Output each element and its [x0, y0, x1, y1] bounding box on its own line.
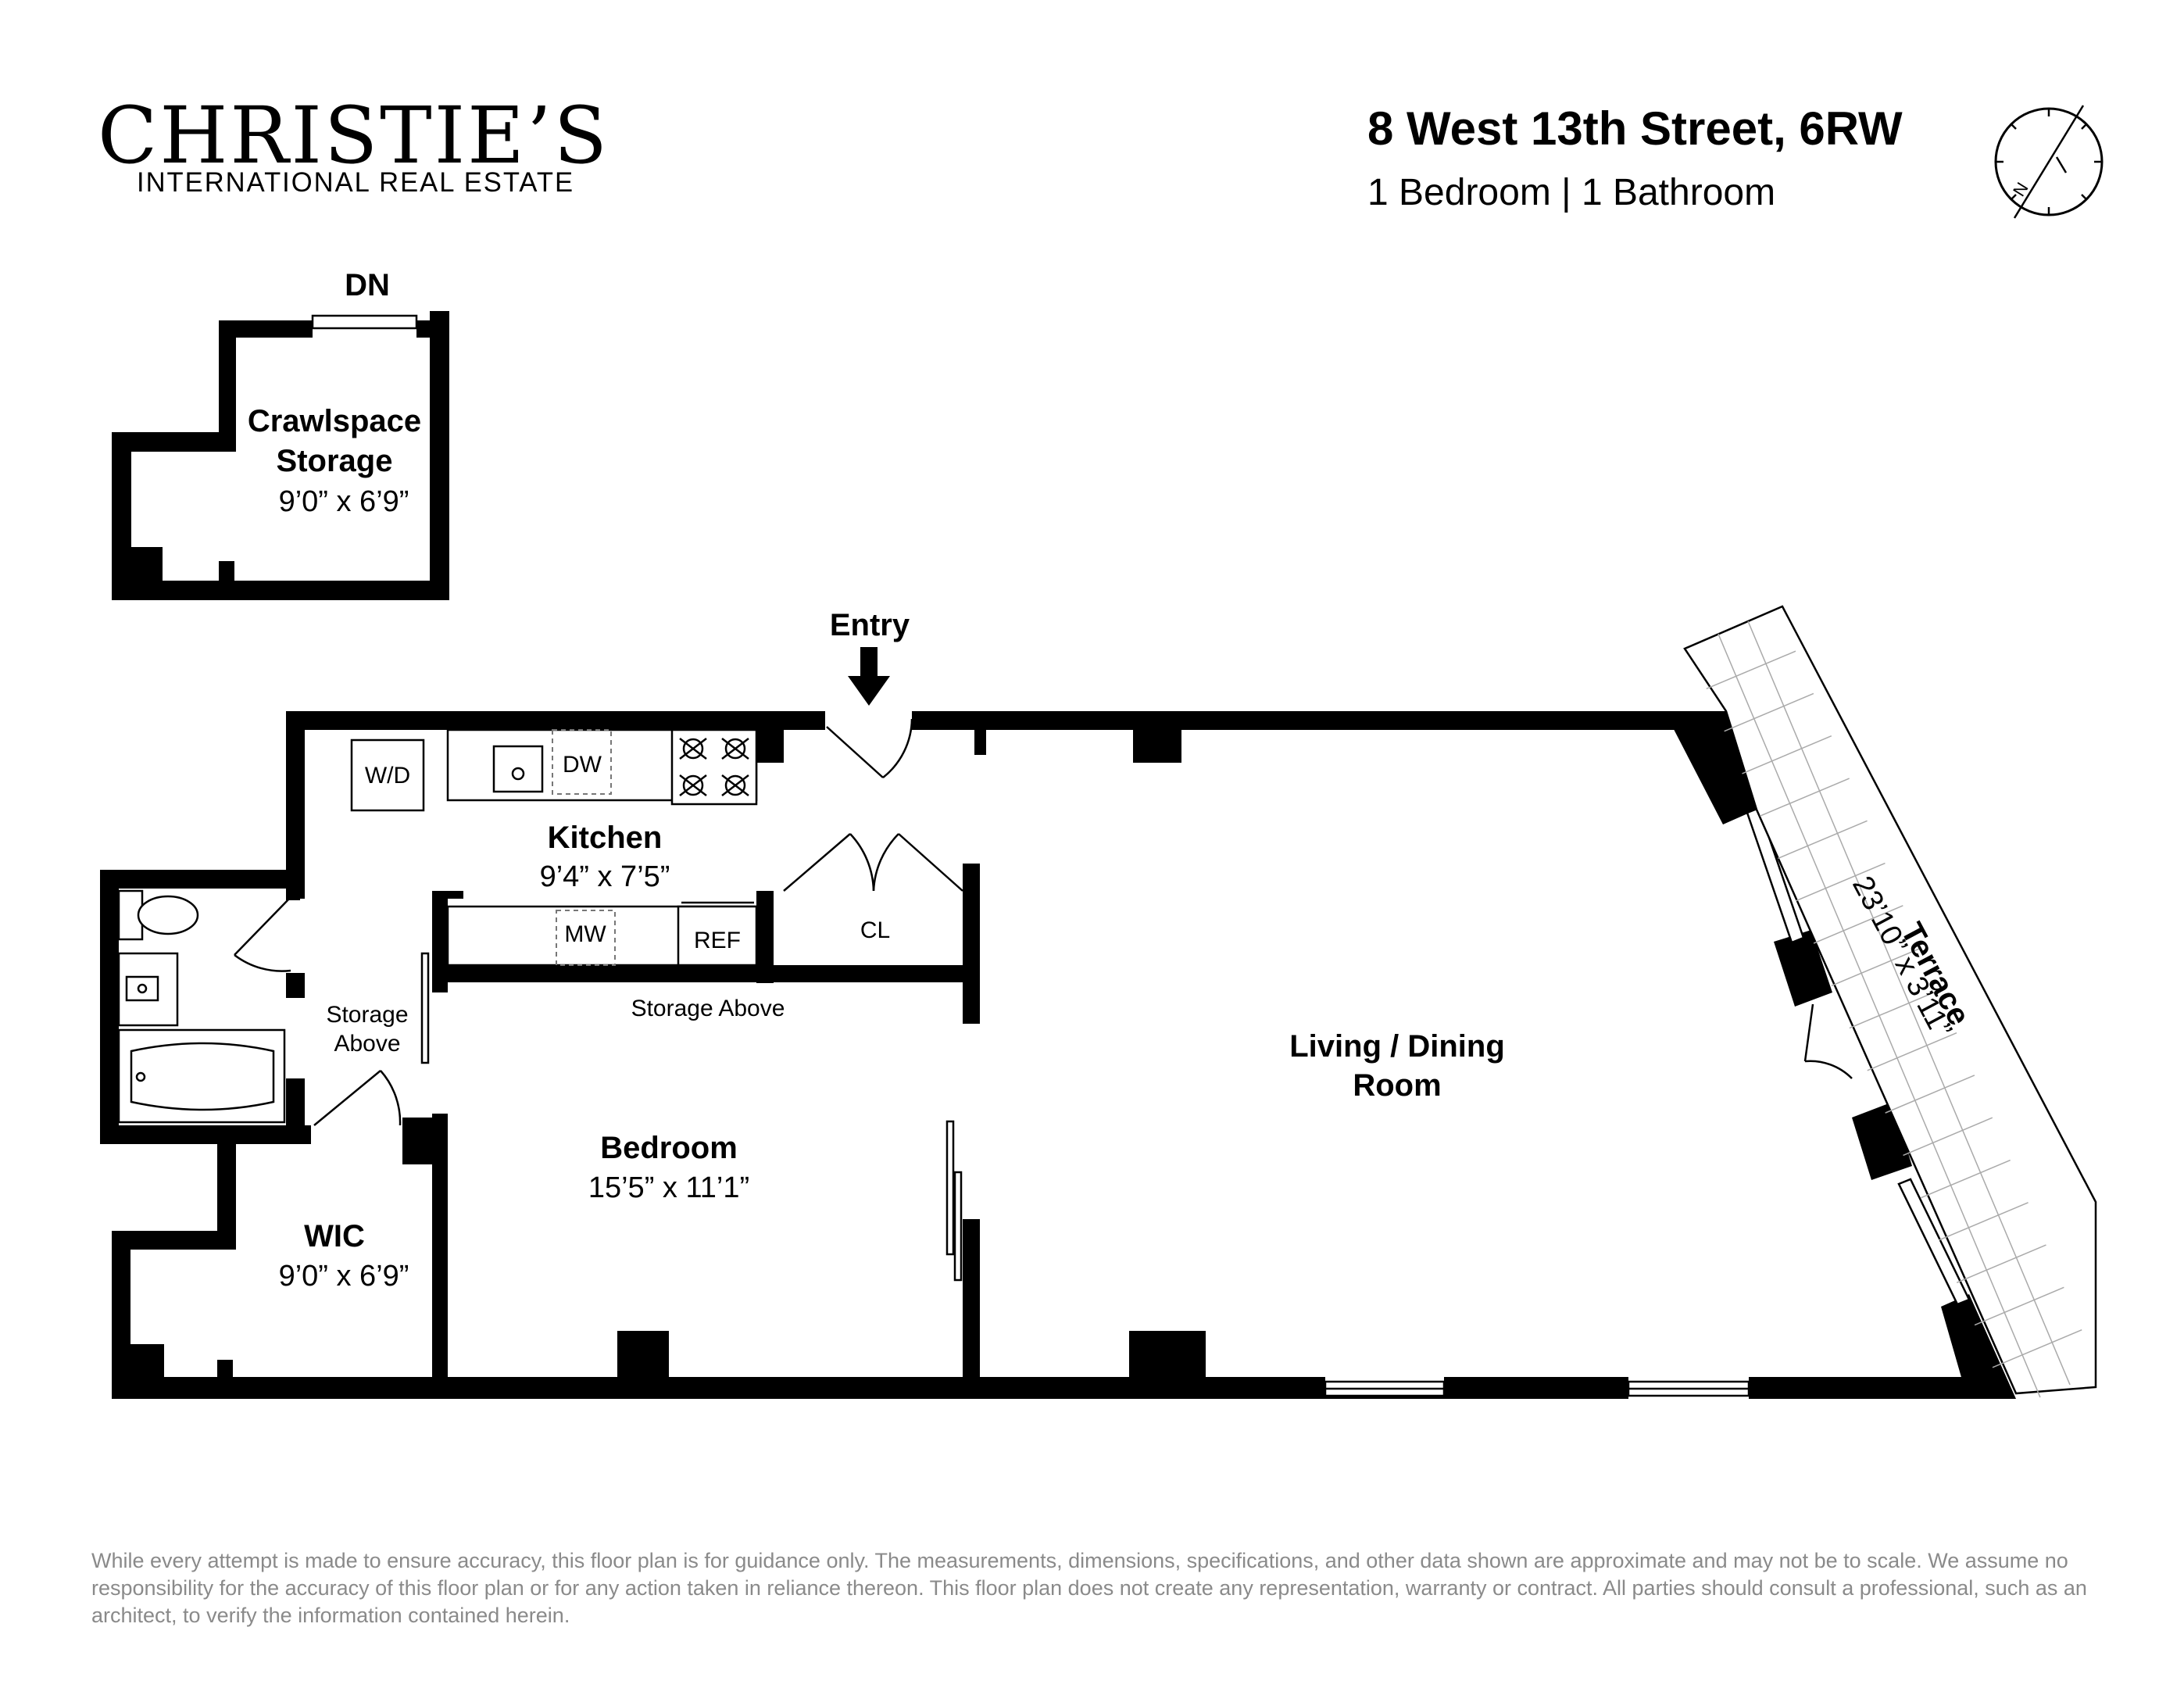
terrace-tile-line [1795, 862, 1886, 902]
terrace-tile-line [1813, 905, 1903, 944]
crawlspace-dims: 9’0” x 6’9” [279, 485, 409, 518]
compass-north-label: N [2009, 179, 2032, 200]
crawlspace-storage: DN [112, 268, 449, 600]
dw-label: DW [563, 752, 602, 778]
terrace-tile-line [1831, 947, 1921, 987]
entry-arrow-icon [848, 647, 890, 706]
terrace-tile-line [1778, 820, 1868, 860]
christies-logo: CHRISTIE’S INTERNATIONAL REAL ESTATE [98, 90, 609, 198]
bedroom-name: Bedroom [600, 1131, 738, 1165]
cl-label: CL [860, 917, 890, 943]
mw-label: MW [564, 921, 606, 947]
terrace-tile-line [1747, 620, 2071, 1386]
living-name-1: Living / Dining [1289, 1029, 1505, 1064]
living-name-2: Room [1353, 1068, 1441, 1103]
compass-icon: N [1994, 105, 2104, 219]
logo-wordmark: CHRISTIE’S [98, 90, 609, 181]
kitchen-name: Kitchen [548, 821, 663, 855]
terrace-door[interactable] [1803, 1003, 1853, 1079]
terrace-tile-line [1992, 1329, 2082, 1368]
terrace-tile-line [1724, 692, 1814, 732]
logo-tagline: INTERNATIONAL REAL ESTATE [137, 167, 574, 198]
listing-summary: 1 Bedroom | 1 Bathroom [1367, 172, 1775, 213]
terrace-tile-line [1956, 1244, 2046, 1283]
storage-above-label-2b: Above [334, 1031, 400, 1057]
bedroom-sliding-door[interactable] [420, 952, 963, 1282]
wic-name: WIC [304, 1219, 365, 1253]
terrace-tile-line [1760, 778, 1850, 817]
closet-doors[interactable] [783, 833, 963, 892]
entry-label: Entry [830, 608, 910, 642]
entry-door[interactable] [826, 718, 913, 778]
storage-above-label: Storage Above [631, 996, 785, 1021]
wic-dims: 9’0” x 6’9” [279, 1260, 409, 1293]
washer-dryer [350, 738, 425, 812]
disclaimer-text: While every attempt is made to ensure ac… [91, 1549, 2087, 1627]
storage-above-label-2a: Storage [326, 1002, 408, 1028]
bathroom-door[interactable] [234, 896, 291, 972]
terrace [1683, 605, 2097, 1398]
wd-label: W/D [365, 763, 410, 789]
kitchen-dims: 9’4” x 7’5” [540, 860, 670, 893]
stove-icon [670, 728, 758, 806]
terrace-tile-line [1921, 1159, 2011, 1199]
bedroom-dims: 15’5” x 11’1” [588, 1171, 749, 1204]
dn-label: DN [345, 268, 390, 302]
bathtub-icon [117, 1028, 286, 1124]
terrace-tile-line [1718, 633, 2041, 1398]
toilet-icon [117, 889, 199, 941]
terrace-tile-line [1849, 989, 1939, 1029]
terrace-tile-line [1939, 1202, 2029, 1241]
terrace-tile-line [1903, 1117, 1993, 1157]
ref-label: REF [694, 928, 741, 953]
dishwasher [552, 729, 612, 795]
apartment-walls [100, 711, 2016, 1399]
listing-address: 8 West 13th Street, 6RW [1367, 102, 1903, 155]
microwave [556, 910, 616, 966]
terrace-tile-line [1885, 1075, 1975, 1114]
crawlspace-name-2: Storage [277, 444, 393, 478]
terrace-tile-line [1974, 1286, 2064, 1326]
terrace-tile-line [1867, 1032, 1957, 1071]
refrigerator [677, 905, 758, 967]
crawlspace-name-1: Crawlspace [248, 404, 421, 438]
terrace-tile-line [1706, 650, 1796, 690]
terrace-tile-line [1742, 735, 1832, 774]
sink-icon [117, 952, 179, 1027]
wic-door[interactable] [313, 1070, 402, 1126]
